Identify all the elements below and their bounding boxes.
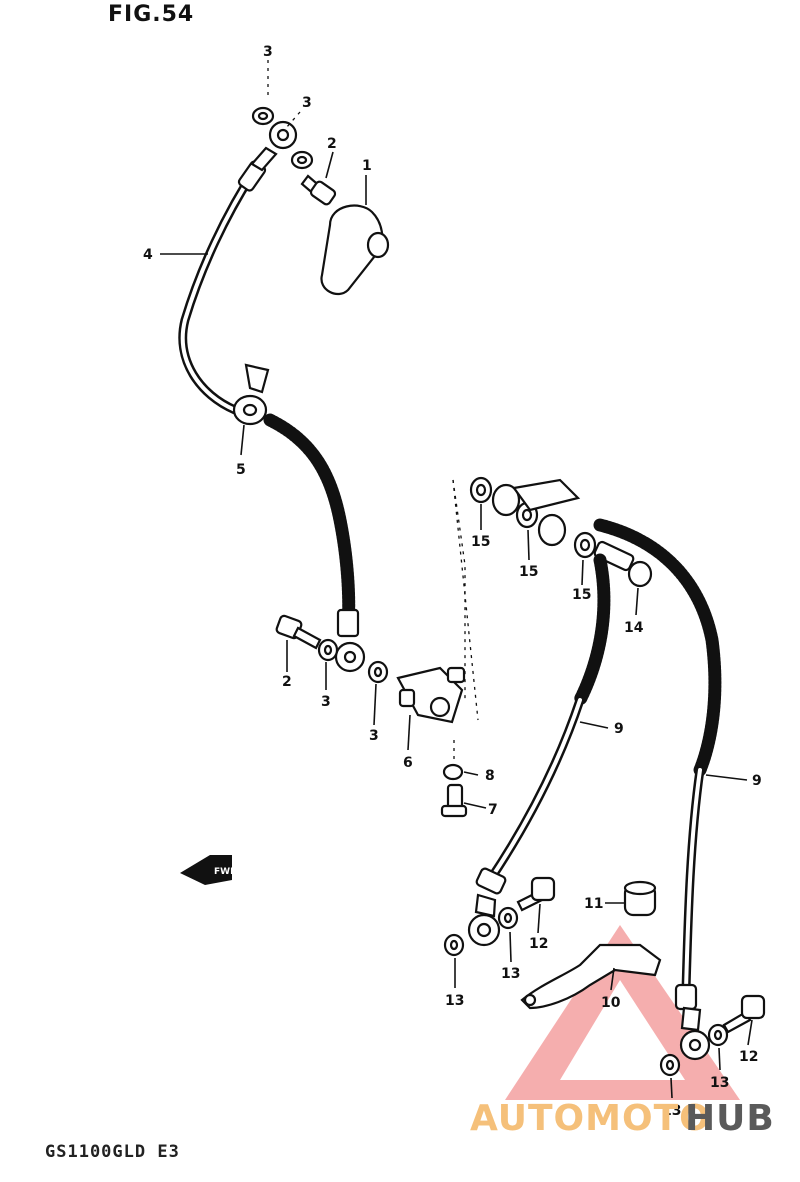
- union-bolt-lower: [275, 614, 322, 650]
- callout-5: 5: [236, 462, 246, 478]
- washer-lower-b: [497, 906, 519, 930]
- callout-3-joint: 3: [369, 728, 379, 744]
- washer-lower-a: [443, 933, 465, 957]
- washer-right-c: [573, 531, 597, 559]
- banjo-fitting-upper: [250, 120, 298, 172]
- joint-mounting-bolt: [440, 783, 468, 818]
- callout-2-lower: 2: [282, 674, 292, 690]
- callout-12-left: 12: [529, 936, 548, 952]
- watermark-text-main: AUTOMOTO: [470, 1098, 711, 1139]
- washer-middle-b: [367, 660, 389, 684]
- callout-15-c: 15: [572, 587, 591, 603]
- banjo-fitting-right-a: [491, 478, 581, 517]
- union-bolt-lower-left: [516, 876, 556, 912]
- washer-upper-b: [290, 150, 314, 170]
- banjo-fitting-right-b: [537, 513, 567, 547]
- banjo-fitting-lower-right: [679, 1006, 711, 1061]
- callout-13-d: 13: [662, 1103, 681, 1119]
- figure-title: FIG.54: [108, 2, 195, 27]
- fwd-label: FWD: [214, 867, 238, 877]
- forward-direction-arrow: FWD: [180, 855, 238, 885]
- callout-15-a: 15: [471, 534, 490, 550]
- watermark-triangle-inner: [560, 980, 685, 1080]
- hose-bracket: [520, 943, 662, 1010]
- leader-lines: [160, 151, 753, 1099]
- hose-clamp-grommet: [623, 880, 657, 917]
- union-bolt-upper: [300, 174, 337, 206]
- washer-middle-a: [317, 638, 339, 662]
- bleeder-cap: [320, 204, 390, 296]
- callout-8: 8: [485, 768, 495, 784]
- washer-lower-c: [659, 1053, 681, 1077]
- banjo-fitting-middle: [334, 641, 366, 673]
- callout-11: 11: [584, 896, 603, 912]
- callout-12-right: 12: [739, 1049, 758, 1065]
- watermark-text-accent: HUB: [685, 1098, 775, 1139]
- callout-3-top: 3: [263, 44, 273, 60]
- callout-3-upper: 3: [302, 95, 312, 111]
- callout-13-b: 13: [501, 966, 520, 982]
- callout-13-c: 13: [710, 1075, 729, 1091]
- callout-13-a: 13: [445, 993, 464, 1009]
- callout-4: 4: [143, 247, 153, 263]
- washer-lower-d: [707, 1023, 729, 1047]
- three-way-joint: [396, 666, 466, 724]
- figure-footer-code: GS1100GLD E3: [45, 1142, 180, 1162]
- union-bolt-right: [593, 540, 653, 588]
- callout-14: 14: [624, 620, 644, 636]
- banjo-fitting-lower-left: [467, 893, 501, 947]
- callout-labels: 1 2 2 3 3 3 3 4 5 6 7 8 9 9 10 11 12 12 …: [143, 44, 762, 1119]
- watermark-logo: [505, 925, 740, 1100]
- brake-hose-lower-left: [475, 553, 611, 895]
- callout-9-left: 9: [614, 721, 624, 737]
- hose-ferrule: [336, 608, 360, 638]
- callout-3-middle: 3: [321, 694, 331, 710]
- washer-right-a: [469, 476, 493, 504]
- assembly-guide-line: [452, 479, 479, 721]
- brake-hose-lower-right: [593, 518, 722, 1011]
- union-bolt-lower-right: [722, 994, 766, 1034]
- washer-upper-a: [251, 106, 275, 126]
- assembly-guide-line: [285, 111, 301, 129]
- callout-1: 1: [362, 158, 372, 174]
- hose-grommet: [232, 363, 270, 426]
- watermark-text: AUTOMOTO HUB: [470, 1098, 775, 1139]
- callout-6: 6: [403, 755, 413, 771]
- callout-9-right: 9: [752, 773, 762, 789]
- callout-10: 10: [601, 995, 621, 1011]
- callout-2-upper: 2: [327, 136, 337, 152]
- callout-15-b: 15: [519, 564, 538, 580]
- lock-washer: [442, 763, 464, 781]
- callout-7: 7: [488, 802, 498, 818]
